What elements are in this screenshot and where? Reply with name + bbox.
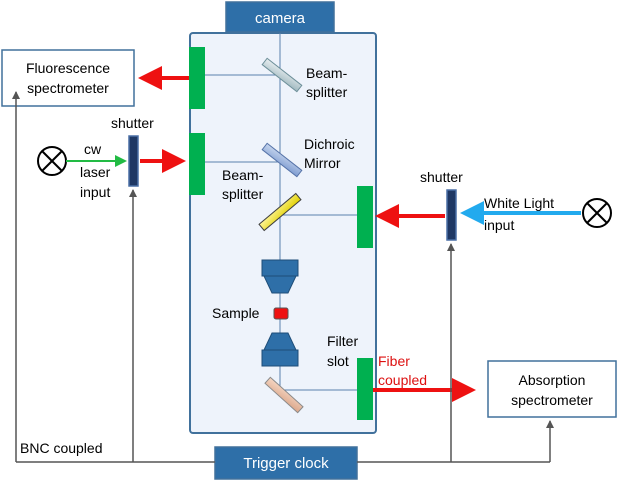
beamsplitter-top-label-line1: Beam- — [306, 65, 348, 81]
port-white-light — [357, 186, 373, 248]
camera-label: camera — [255, 10, 306, 27]
fluorescence-label-line1: Fluorescence — [26, 60, 110, 76]
beamsplitter-top — [261, 57, 303, 93]
fluorescence-spectrometer-box — [1, 49, 135, 107]
sample-label: Sample — [212, 305, 260, 321]
filter-slot-label-line1: Filter — [327, 333, 358, 349]
objective-top — [261, 259, 299, 294]
port-fiber — [357, 358, 373, 420]
white-light-label-line2: input — [484, 217, 514, 233]
trigger-clock-box — [214, 446, 358, 480]
white-light-source-icon — [582, 198, 612, 228]
port-fluorescence — [189, 47, 205, 109]
beamsplitter-mid-label-line2: splitter — [222, 186, 264, 202]
trigger-clock-label: Trigger clock — [243, 455, 329, 472]
absorption-label-line1: Absorption — [519, 372, 586, 388]
main-enclosure — [189, 32, 377, 434]
dichroic-label-line2: Mirror — [304, 155, 341, 171]
beamsplitter-mid-label-line1: Beam- — [222, 167, 264, 183]
fluorescence-label-line2: spectrometer — [27, 80, 109, 96]
camera-box — [225, 1, 335, 33]
port-laser — [189, 133, 205, 195]
beamsplitter-middle — [258, 192, 302, 232]
cw-label-line2: laser — [80, 164, 111, 180]
cw-label-line1: cw — [84, 141, 102, 157]
dichroic-mirror — [261, 142, 303, 178]
sample-marker — [273, 307, 289, 320]
filter-slot-label-line2: slot — [327, 353, 349, 369]
shutter-right-label: shutter — [420, 169, 463, 185]
cw-label-line3: input — [80, 184, 110, 200]
shutter-left — [128, 135, 139, 187]
beamsplitter-top-label-line2: splitter — [306, 84, 348, 100]
fiber-label-line1: Fiber — [378, 353, 410, 369]
shutter-right — [446, 189, 457, 241]
absorption-spectrometer-box — [487, 360, 617, 418]
absorption-label-line2: spectrometer — [511, 392, 593, 408]
mirror-bottom — [264, 376, 304, 414]
laser-source-icon — [37, 146, 67, 176]
bnc-coupled-label: BNC coupled — [20, 440, 103, 456]
shutter-left-label: shutter — [111, 115, 154, 131]
white-light-label-line1: White Light — [484, 195, 554, 211]
objective-bottom — [261, 332, 299, 367]
fiber-label-line2: coupled — [378, 372, 427, 388]
dichroic-label-line1: Dichroic — [304, 136, 355, 152]
